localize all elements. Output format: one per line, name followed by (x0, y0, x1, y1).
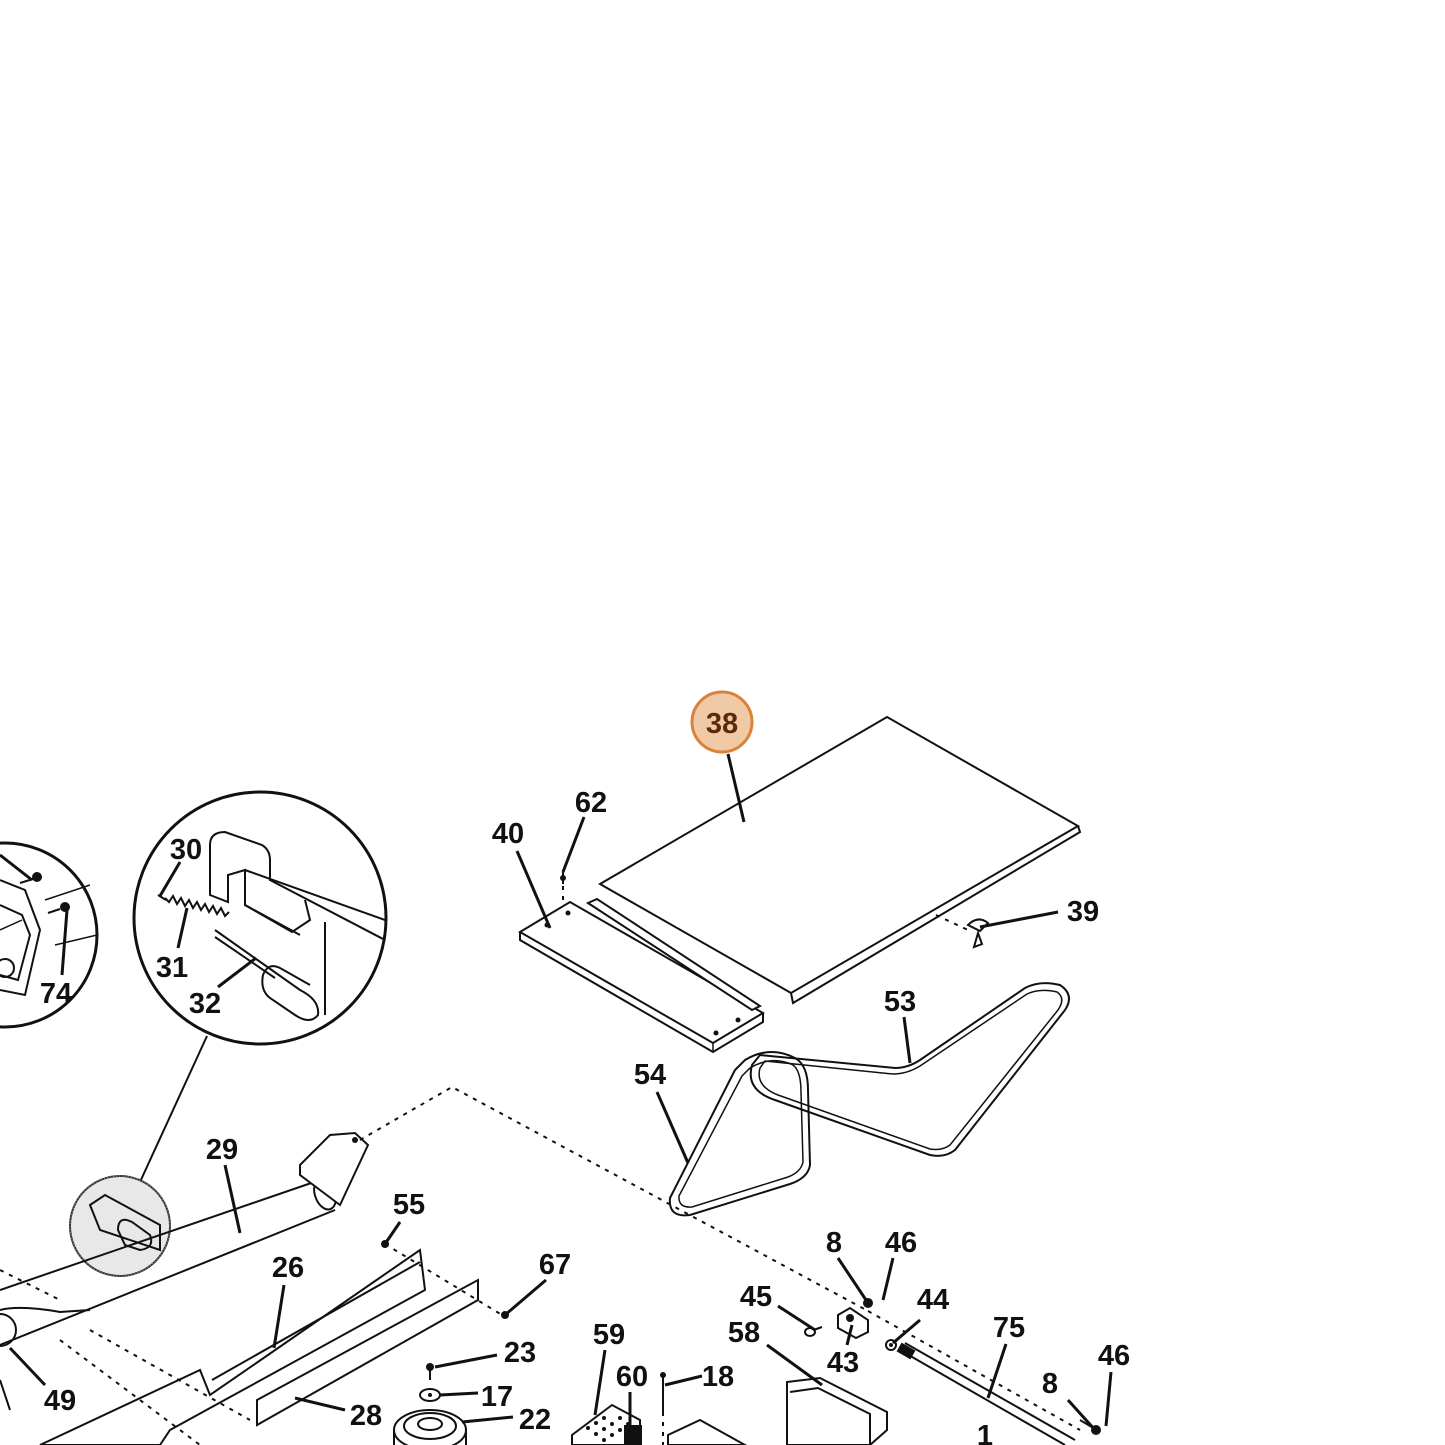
label-43[interactable]: 43 (827, 1347, 859, 1379)
part-53-belt (749, 982, 1070, 1157)
part-23-bolt (426, 1363, 434, 1380)
label-60[interactable]: 60 (616, 1361, 648, 1393)
part-38-panel (597, 715, 1082, 1005)
detail-circle-spring (132, 790, 388, 1046)
label-22[interactable]: 22 (519, 1404, 551, 1436)
label-32[interactable]: 32 (189, 988, 221, 1020)
label-49[interactable]: 49 (44, 1385, 76, 1417)
label-26[interactable]: 26 (272, 1252, 304, 1284)
part-22-pulley (393, 1409, 467, 1445)
part-62-screw (560, 872, 566, 905)
label-67[interactable]: 67 (539, 1249, 571, 1281)
label-1[interactable]: 1 (977, 1420, 993, 1445)
label-28[interactable]: 28 (350, 1400, 382, 1432)
label-59[interactable]: 59 (593, 1319, 625, 1351)
label-17[interactable]: 17 (481, 1381, 513, 1413)
part-frame-bottom (667, 1418, 748, 1445)
part-28-strip (256, 1278, 479, 1427)
part-58-bracket (786, 1376, 888, 1445)
label-30[interactable]: 30 (170, 834, 202, 866)
label-18[interactable]: 18 (702, 1361, 734, 1393)
part-18-pin (660, 1372, 666, 1445)
label-39[interactable]: 39 (1067, 896, 1099, 928)
label-8-upper[interactable]: 8 (826, 1227, 842, 1259)
label-23[interactable]: 23 (504, 1337, 536, 1369)
label-29[interactable]: 29 (206, 1134, 238, 1166)
label-46-upper[interactable]: 46 (885, 1227, 917, 1259)
label-38[interactable]: 38 (706, 708, 738, 740)
detail-reference-circle (69, 1175, 171, 1277)
part-labels: 38 62 40 39 53 54 30 31 32 74 29 55 26 6… (40, 708, 1130, 1445)
label-58[interactable]: 58 (728, 1317, 760, 1349)
assembly-dashes (0, 1085, 1081, 1445)
part-39-latch (935, 914, 990, 949)
part-17-washer (419, 1388, 441, 1402)
label-46-lower[interactable]: 46 (1098, 1340, 1130, 1372)
label-54[interactable]: 54 (634, 1059, 666, 1091)
label-45[interactable]: 45 (740, 1281, 772, 1313)
label-31[interactable]: 31 (156, 952, 188, 984)
label-8-lower[interactable]: 8 (1042, 1368, 1058, 1400)
label-62[interactable]: 62 (575, 787, 607, 819)
label-75[interactable]: 75 (993, 1312, 1025, 1344)
part-8b-nut (1079, 1419, 1101, 1435)
label-55[interactable]: 55 (393, 1189, 425, 1221)
part-29-tube (0, 1131, 370, 1346)
frame-left (0, 1306, 91, 1411)
leader-lines (0, 753, 1113, 1432)
label-40[interactable]: 40 (492, 818, 524, 850)
part-40-bracket (518, 897, 765, 1054)
part-26-rail (39, 1248, 427, 1445)
part-54-belt (668, 1051, 812, 1217)
highlight-marker (690, 690, 754, 754)
detail-connector (139, 1035, 208, 1183)
label-74[interactable]: 74 (40, 978, 72, 1010)
part-43-idler (837, 1306, 869, 1340)
detail-circle-left (0, 841, 99, 1029)
label-53[interactable]: 53 (884, 986, 916, 1018)
label-44[interactable]: 44 (917, 1284, 949, 1316)
part-60-clip (624, 1425, 642, 1445)
